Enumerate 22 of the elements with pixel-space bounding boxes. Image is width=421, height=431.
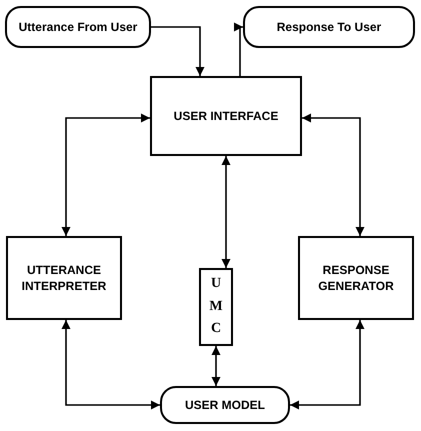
node-label: U M C (209, 275, 223, 338)
arrow (234, 22, 243, 76)
node-label: UTTERANCE INTERPRETER (20, 262, 108, 294)
terminal-box (160, 386, 290, 424)
process-box (199, 268, 233, 346)
process-box (6, 236, 122, 320)
arrow (302, 114, 364, 236)
node-label: Utterance From User (18, 18, 138, 36)
process-box (298, 236, 414, 320)
node-label: Response To User (276, 18, 382, 36)
node-label: USER MODEL (184, 396, 265, 414)
node-label: USER INTERFACE (174, 108, 278, 124)
arrow (62, 320, 160, 410)
arrow (151, 26, 204, 76)
arrow (222, 156, 230, 268)
arrow (290, 320, 364, 410)
terminal-box (243, 6, 415, 48)
terminal-box (5, 6, 151, 48)
node-label: RESPONSE GENERATOR (317, 262, 395, 294)
arrow (62, 114, 150, 236)
process-box (150, 76, 302, 156)
arrow (212, 346, 220, 386)
